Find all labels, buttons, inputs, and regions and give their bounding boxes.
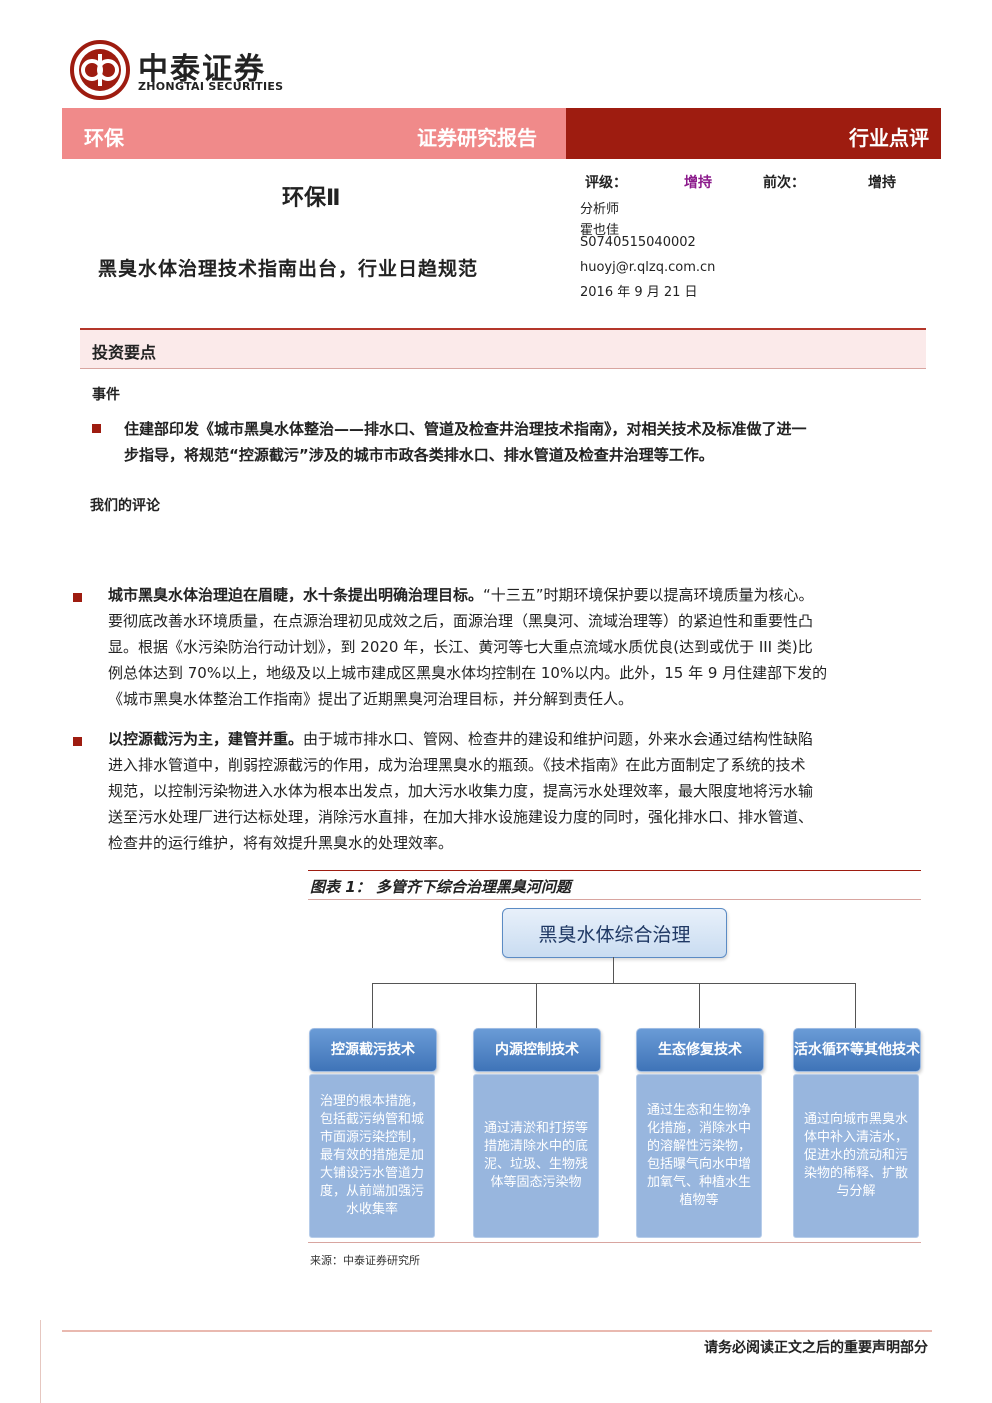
report-banner: 环保 证券研究报告 行业点评 (62, 108, 941, 159)
previous-rating-value: 增持 (868, 175, 896, 191)
analyst-label: 分析师 (580, 202, 620, 217)
bullet-icon (92, 424, 101, 433)
banner-left: 环保 证券研究报告 (62, 108, 566, 159)
rating-label: 评级： (585, 175, 627, 191)
analyst-email[interactable]: huoyj@r.qlzq.com.cn (580, 260, 716, 275)
section-header-bg (80, 330, 926, 368)
figure-source: 来源：中泰证券研究所 (310, 1254, 420, 1267)
point1-line1: 城市黑臭水体治理迫在眉睫，水十条提出明确治理目标。“十三五”时期环境保护要以提高… (108, 582, 928, 608)
connector-branch-4 (855, 983, 856, 1028)
diagram-root-node: 黑臭水体综合治理 (502, 908, 727, 958)
point2-line3: 规范，以控制污染物进入水体为根本出发点，加大污水收集力度，提高污水处理效率，最大… (108, 782, 814, 800)
point2-line4: 送至污水处理厂进行达标处理，消除污水直排，在加大排水设施建设力度的同时，强化排水… (108, 808, 814, 826)
footer-disclaimer: 请务必阅读正文之后的重要声明部分 (704, 1340, 928, 1356)
connector-branch-1 (372, 983, 373, 1028)
sector-title: 环保Ⅱ (282, 186, 341, 211)
banner-industry: 环保 (84, 126, 124, 150)
banner-report-type: 证券研究报告 (417, 126, 537, 150)
branch-desc-internal-control: 通过清淤和打捞等措施清除水中的底泥、垃圾、生物残体等固态污染物 (473, 1074, 599, 1238)
point2-bold: 以控源截污为主，建管并重。 (108, 730, 304, 748)
figure-top-rule (308, 870, 921, 871)
analyst-license: S0740515040002 (580, 235, 696, 250)
connector-branch-3 (699, 983, 700, 1028)
section-top-rule (80, 328, 926, 330)
left-margin-rule (40, 1320, 41, 1403)
bullet-icon (73, 737, 82, 746)
connector-horizontal (372, 983, 856, 984)
previous-rating-label: 前次： (763, 175, 805, 191)
logo-english-name: ZHONGTAI SECURITIES (138, 80, 284, 93)
figure-title-rule (308, 899, 921, 900)
point2-line5: 检查井的运行维护，将有效提升黑臭水的处理效率。 (108, 834, 454, 852)
bullet-icon (73, 593, 82, 602)
section-bottom-rule (80, 368, 926, 369)
branch-title-source-control: 控源截污技术 (309, 1028, 437, 1072)
figure-bottom-rule (308, 1242, 921, 1243)
point1-line2: 要彻底改善水环境质量，在点源治理初见成效之后，面源治理（黑臭河、流域治理等）的紧… (108, 612, 814, 630)
footer-rule (62, 1330, 932, 1332)
figure-title: 图表 1： 多管齐下综合治理黑臭河问题 (310, 878, 571, 896)
branch-desc-water-circulation: 通过向城市黑臭水体中补入清洁水，促进水的流动和污染物的稀释、扩散与分解 (793, 1074, 919, 1238)
connector-root-down (613, 957, 614, 983)
report-headline: 黑臭水体治理技术指南出台，行业日趋规范 (98, 258, 479, 280)
banner-right: 行业点评 (566, 108, 941, 159)
point1-line5: 《城市黑臭水体整治工作指南》提出了近期黑臭河治理目标，并分解到责任人。 (108, 690, 634, 708)
logo-chinese-name: 中泰证券 (138, 52, 266, 87)
point1-bold: 城市黑臭水体治理迫在眉睫，水十条提出明确治理目标。 (108, 586, 484, 604)
event-label: 事件 (92, 387, 120, 403)
comment-label: 我们的评论 (90, 498, 160, 514)
point1-paragraph: 城市黑臭水体治理迫在眉睫，水十条提出明确治理目标。“十三五”时期环境保护要以提高… (108, 582, 928, 712)
section-title: 投资要点 (92, 343, 157, 362)
branch-title-water-circulation: 活水循环等其他技术 (793, 1028, 921, 1072)
banner-report-kind: 行业点评 (849, 126, 929, 150)
report-date: 2016 年 9 月 21 日 (580, 285, 698, 300)
connector-branch-2 (536, 983, 537, 1028)
zhongtai-logo-icon (70, 40, 130, 100)
point1-line3: 显。根据《水污染防治行动计划》，到 2020 年，长江、黄河等七大重点流域水质优… (108, 638, 813, 656)
point2-lead: 由于城市排水口、管网、检查井的建设和维护问题，外来水会通过结构性缺陷 (303, 730, 814, 748)
point2-paragraph: 以控源截污为主，建管并重。由于城市排水口、管网、检查井的建设和维护问题，外来水会… (108, 726, 928, 856)
event-text-line1: 住建部印发《城市黑臭水体整治——排水口、管道及检查井治理技术指南》，对相关技术及… (124, 420, 807, 438)
point1-line4: 例总体达到 70%以上，地级及以上城市建成区黑臭水体均控制在 10%以内。此外，… (108, 664, 828, 682)
branch-desc-ecological-restoration: 通过生态和生物净化措施，消除水中的溶解性污染物，包括曝气向水中增加氧气、种植水生… (636, 1074, 762, 1238)
point2-line1: 以控源截污为主，建管并重。由于城市排水口、管网、检查井的建设和维护问题，外来水会… (108, 726, 928, 752)
branch-title-internal-control: 内源控制技术 (473, 1028, 601, 1072)
analyst-name: 霍也佳 (580, 223, 620, 238)
event-text-line2: 步指导，将规范“控源截污”涉及的城市市政各类排水口、排水管道及检查井治理等工作。 (124, 446, 714, 464)
branch-title-ecological-restoration: 生态修复技术 (636, 1028, 764, 1072)
point1-lead: “十三五”时期环境保护要以提高环境质量为核心。 (483, 586, 814, 604)
point2-line2: 进入排水管道中，削弱控源截污的作用，成为治理黑臭水的瓶颈。《技术指南》在此方面制… (108, 756, 806, 774)
branch-desc-source-control: 治理的根本措施，包括截污纳管和城市面源污染控制，最有效的措施是加大铺设污水管道力… (309, 1074, 435, 1238)
rating-value: 增持 (684, 175, 712, 191)
